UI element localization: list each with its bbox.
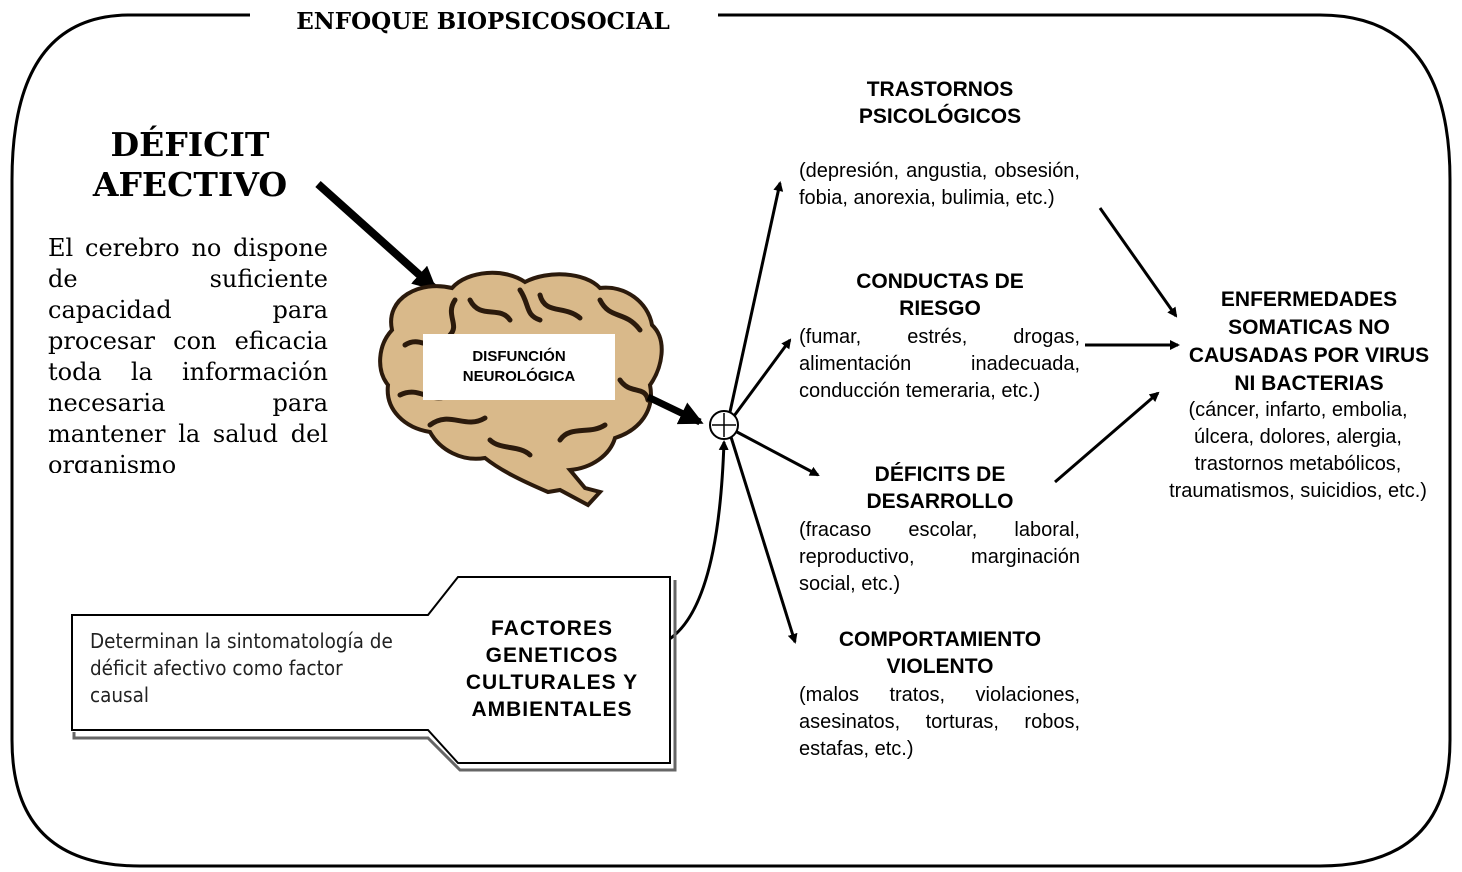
brain-label: DISFUNCIÓN NEUROLÓGICA (462, 348, 576, 385)
disease-detail: (cáncer, infarto, embolia, úlcera, dolor… (1169, 399, 1427, 502)
trastornos-detail: (depresión, angustia, obsesión, fobia, a… (799, 160, 1080, 209)
deficit-heading: DÉFICIT AFECTIVO (92, 125, 288, 204)
factors-heading: FACTORES GENETICOS CULTURALES Y AMBIENTA… (465, 617, 639, 721)
trastornos-heading: TRASTORNOS PSICOLÓGICOS (858, 78, 1022, 128)
deficits-detail: (fracaso escolar, laboral, reproductivo,… (799, 519, 1080, 595)
arrow-to-conductas (732, 338, 792, 417)
arrow-deficit-to-brain (315, 181, 437, 291)
factors-note: Determinan la sintomatología de déficit … (90, 629, 393, 707)
comportamiento-detail: (malos tratos, violaciones, asesinatos, … (799, 684, 1080, 760)
arrow-trastornos-to-disease (1098, 207, 1178, 318)
frame-border (10, 13, 1452, 868)
factors-callout-shadow (72, 580, 677, 772)
conductas-heading: CONDUCTAS DE RIESGO (856, 270, 1024, 320)
arrow-deficits-to-disease (1054, 391, 1160, 484)
arrow-to-trastornos (728, 181, 784, 413)
arrow-to-comportamiento (729, 436, 798, 644)
disease-heading: ENFERMEDADES SOMATICAS NO CAUSADAS POR V… (1188, 288, 1430, 395)
arrow-factors-to-junction (667, 440, 729, 642)
page-title: ENFOQUE BIOPSICOSOCIAL (258, 6, 708, 38)
arrow-brain-to-junction (646, 393, 704, 426)
factors-callout-shape (71, 576, 671, 764)
comportamiento-heading: COMPORTAMIENTO VIOLENTO (838, 628, 1042, 678)
conductas-detail: (fumar, estrés, drogas, alimentación ina… (799, 326, 1080, 402)
deficit-body: El cerebro no dispone de suficiente capa… (48, 234, 328, 473)
arrow-to-deficits (736, 430, 820, 477)
deficits-heading: DÉFICITS DE DESARROLLO (866, 463, 1014, 513)
brain-label-box: DISFUNCIÓN NEUROLÓGICA (423, 334, 615, 400)
